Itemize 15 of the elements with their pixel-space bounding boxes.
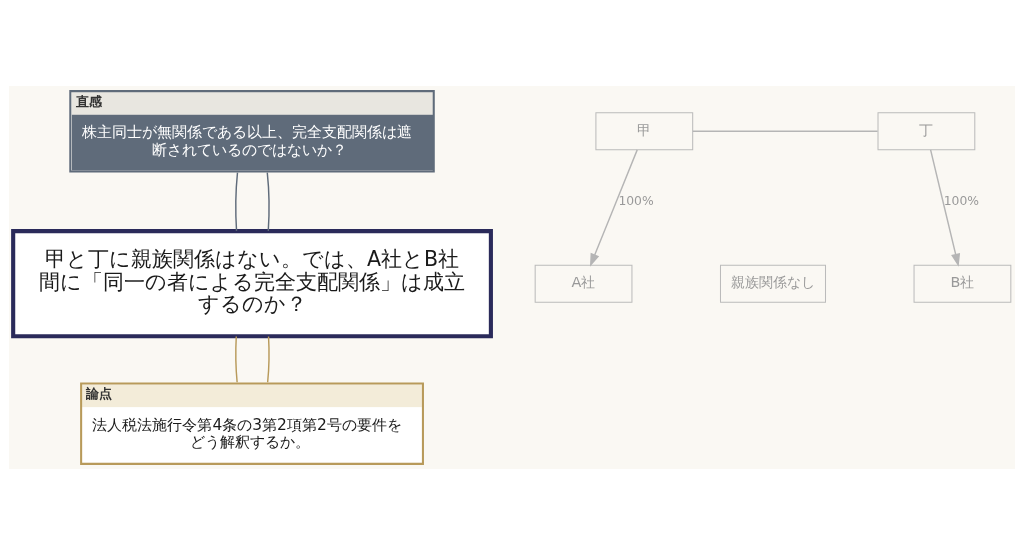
node-box: 甲と丁に親族関係はない。では、A社とB社間に「同一の者による完全支配関係」は成立するのか？ (11, 228, 493, 338)
connector (235, 335, 238, 383)
node-box: 甲 (595, 111, 694, 150)
connector (266, 171, 270, 232)
node-box: 丁 (877, 111, 976, 150)
edge-label: 100% (943, 193, 980, 208)
node-box: B社 (913, 264, 1012, 303)
edge-label: 100% (618, 193, 654, 208)
connector (692, 130, 879, 132)
arrow (929, 148, 961, 267)
connector (266, 335, 270, 383)
node-box: 親族関係なし (719, 264, 826, 303)
node-box: A社 (534, 264, 633, 303)
arrow (589, 148, 638, 267)
connector (235, 171, 239, 232)
